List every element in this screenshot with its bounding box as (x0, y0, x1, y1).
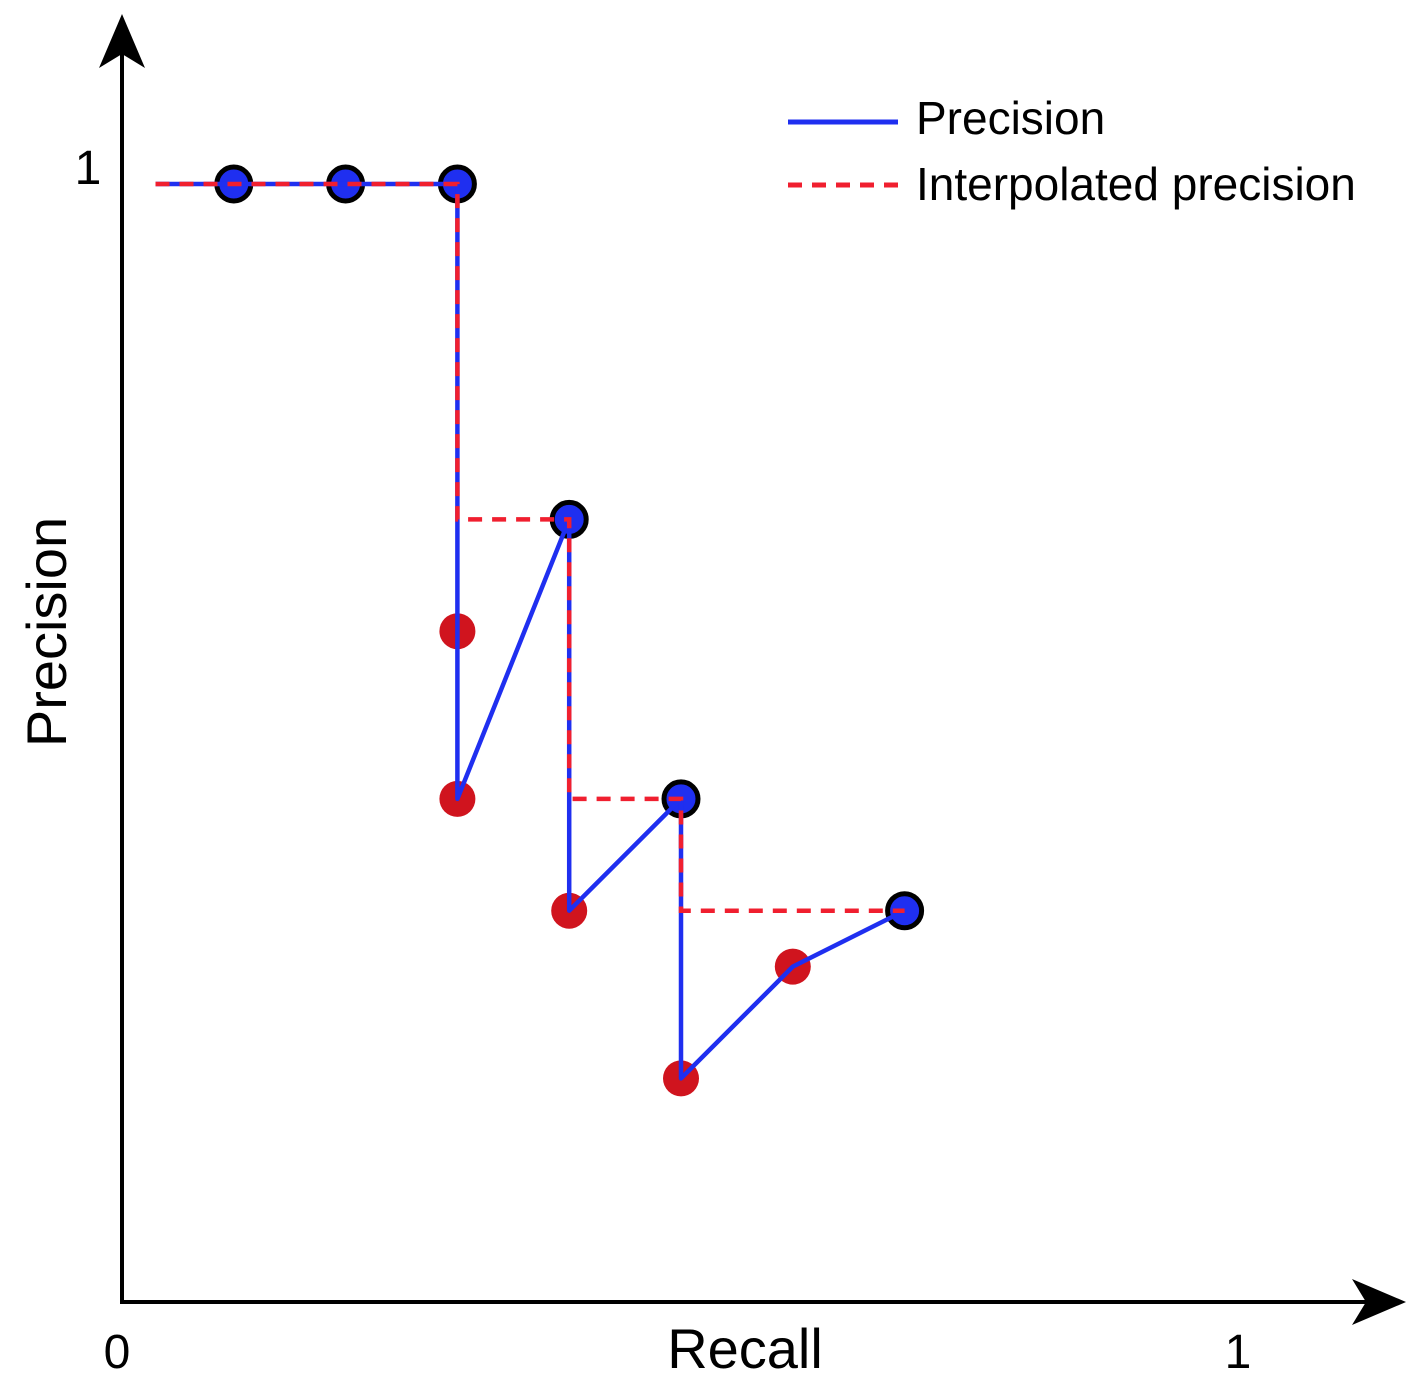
interpolated-precision-line (155, 181, 905, 913)
y-tick-label-1: 1 (75, 142, 102, 195)
x-axis-label: Recall (667, 1317, 823, 1380)
y-axis-arrowhead (99, 14, 145, 68)
legend-label-interpolated: Interpolated precision (916, 158, 1356, 210)
x-tick-label-1: 1 (1225, 1326, 1252, 1379)
tick-labels: 0 1 1 (75, 142, 1252, 1379)
plot-area (155, 164, 925, 1097)
legend-label-precision: Precision (916, 92, 1105, 144)
precision-line (155, 181, 906, 1081)
y-axis-label: Precision (15, 517, 78, 747)
axes (99, 14, 1406, 1325)
legend: Precision Interpolated precision (788, 92, 1356, 210)
x-axis-arrowhead (1352, 1279, 1406, 1325)
x-tick-label-0: 0 (104, 1326, 131, 1379)
